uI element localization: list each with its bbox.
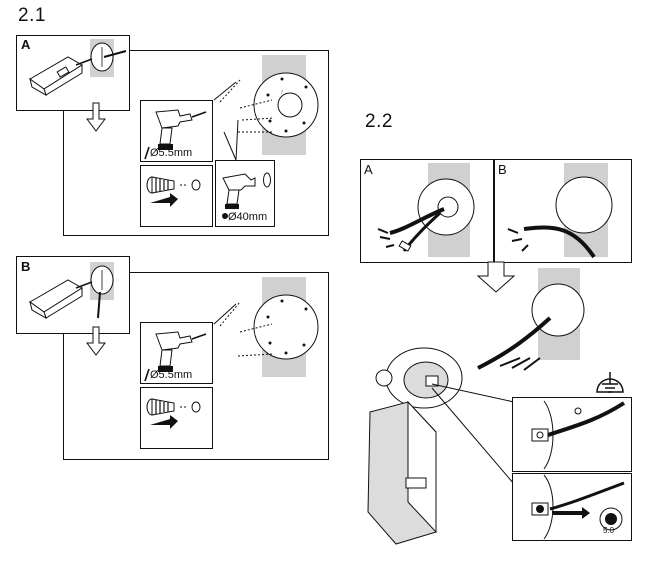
drill-icon bbox=[155, 331, 207, 372]
panel-label-a2: A bbox=[364, 162, 373, 177]
housing-assembly-icon bbox=[367, 268, 585, 545]
screw-tighten-detail bbox=[531, 474, 625, 540]
camera-icon bbox=[29, 39, 127, 97]
screw-box-a bbox=[140, 165, 213, 227]
panel-label-a1: A bbox=[21, 37, 31, 52]
hole-drill-icon bbox=[222, 172, 271, 219]
cable-side-icon bbox=[507, 163, 613, 259]
drill-icon bbox=[155, 109, 207, 150]
step-2-2-heading: 2.2 bbox=[365, 111, 393, 132]
torque-value: 5.0 bbox=[603, 526, 615, 535]
wall-plate-icon bbox=[253, 277, 319, 377]
hole-diameter-a: Ø40mm bbox=[228, 211, 268, 223]
cable-through-icon bbox=[377, 163, 475, 257]
guide-lines-b bbox=[213, 301, 273, 357]
drill-bit-mark-b bbox=[144, 368, 150, 382]
screw-box-b bbox=[140, 387, 213, 449]
wall-plate-icon: ↑ bbox=[253, 55, 319, 155]
camera-icon bbox=[29, 262, 114, 320]
svg-text:↑: ↑ bbox=[279, 89, 284, 96]
arrow-down-icon bbox=[86, 326, 106, 356]
screw-icon bbox=[146, 398, 201, 429]
arrow-down-icon bbox=[86, 102, 106, 132]
guide-lines-a bbox=[213, 79, 275, 161]
drill-bit-mark-a bbox=[144, 146, 150, 160]
arrow-down-icon bbox=[476, 261, 516, 293]
hex-key-icon bbox=[599, 507, 623, 531]
drill-diameter-a: Ø5.5mm bbox=[150, 147, 193, 159]
step-2-1-heading: 2.1 bbox=[18, 5, 46, 26]
drill-diameter-b: Ø5.5mm bbox=[150, 369, 193, 381]
screw-icon bbox=[146, 176, 201, 207]
panel-label-b1: B bbox=[21, 259, 31, 274]
panel-label-b2: B bbox=[498, 162, 507, 177]
ground-wire-detail bbox=[531, 400, 626, 470]
ground-icon bbox=[596, 372, 624, 393]
